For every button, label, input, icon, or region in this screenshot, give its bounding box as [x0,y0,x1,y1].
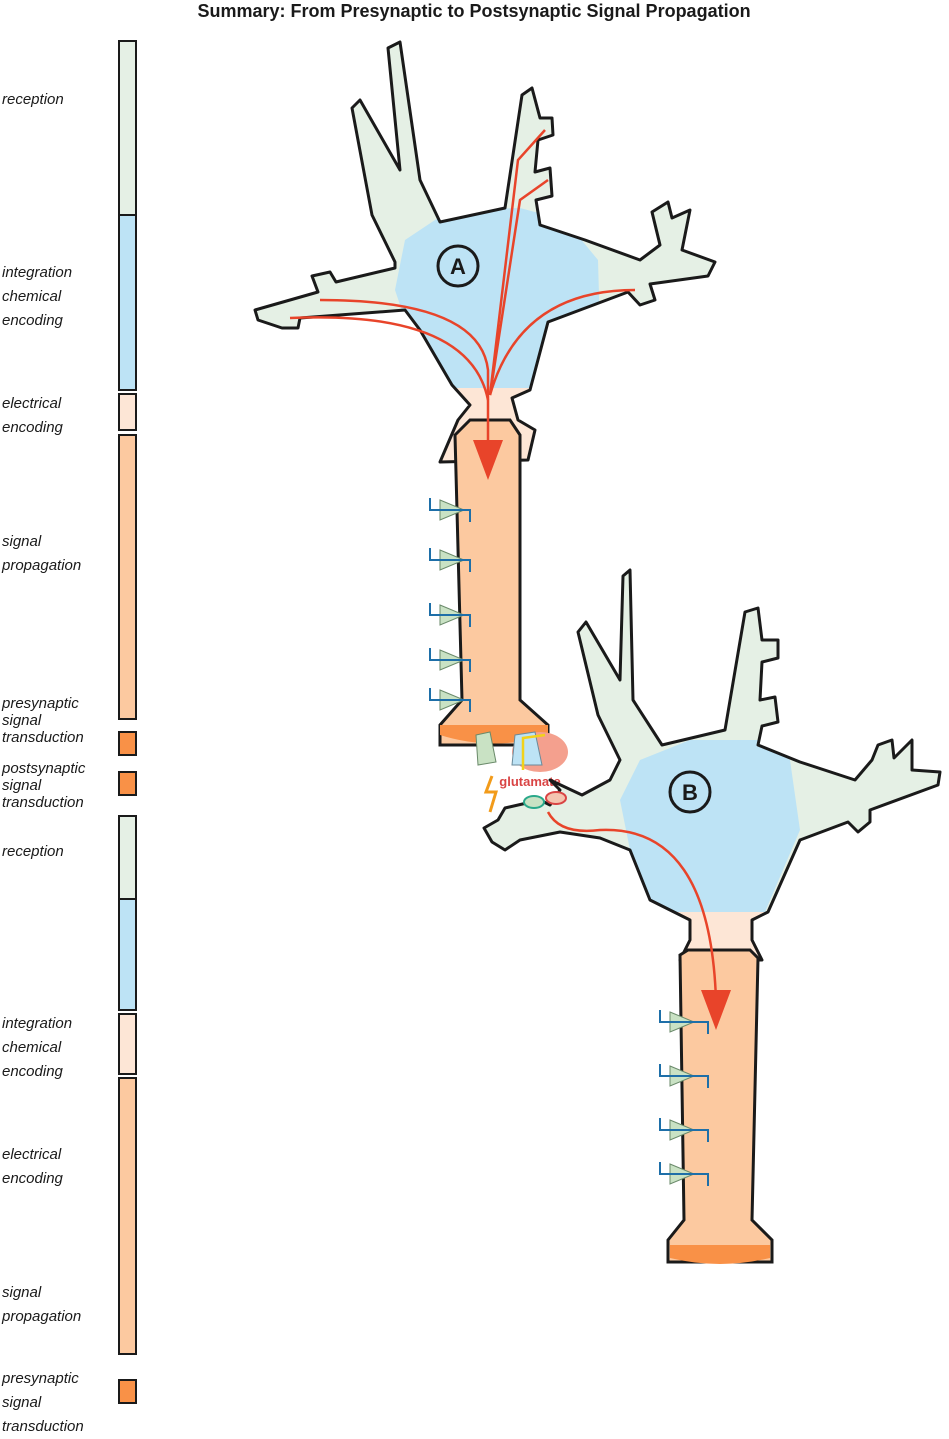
diagram-title: Summary: From Presynaptic to Postsynapti… [197,1,751,21]
stage-bar-electrical-b [118,1013,137,1075]
signal-path-b [546,811,718,1001]
stage-bar-integration-a [118,214,137,391]
axon-terminal-b [670,1245,770,1264]
neuron-b-label: B [682,780,698,805]
stage-label-integration-b: integration chemical encoding [2,1015,73,1080]
neurotransmitter-label: glutamate [499,774,560,789]
stage-bar-integration-b [118,898,137,1011]
stage-label-propagation-a: signal propagation [2,533,82,574]
ion-channels-a [429,498,471,712]
signal-arrow-a [473,440,503,480]
stage-bar-electrical-a [118,393,137,431]
signal-arrow-b [701,990,731,1030]
stage-label-postsynaptic: postsynaptic signal transduction [2,760,86,811]
stage-label-presynaptic-a: presynaptic signal transduction [2,695,84,746]
stage-bar-propagation-b [118,1077,137,1355]
neuron-b-marker [668,770,712,814]
axon-b [666,948,774,1264]
ion-channels-b [659,1010,709,1186]
neuron-b: B [482,568,942,1264]
stage-label-electrical-a: electrical encoding [2,395,63,436]
stage-bar-postsynaptic [118,771,137,796]
stage-bar-presynaptic-a [118,731,137,756]
stage-label-propagation-b: signal propagation [2,1284,82,1325]
stage-label-reception-b: reception [2,843,64,860]
stage-bar-propagation-a [118,434,137,720]
stage-bar-presynaptic-b [118,1379,137,1404]
lightning-icon [483,775,499,813]
stage-label-integration-a: integration chemical encoding [2,264,73,329]
neuron-a-label: A [450,254,466,279]
stage-label-electrical-b: electrical encoding [2,1146,63,1187]
stage-label-reception-a: reception [2,91,64,108]
neuron-a: A [253,40,717,747]
signal-paths-a [289,129,636,445]
stage-label-presynaptic-b: presynaptic signal transduction [2,1370,84,1435]
neuron-a-marker [436,244,480,288]
